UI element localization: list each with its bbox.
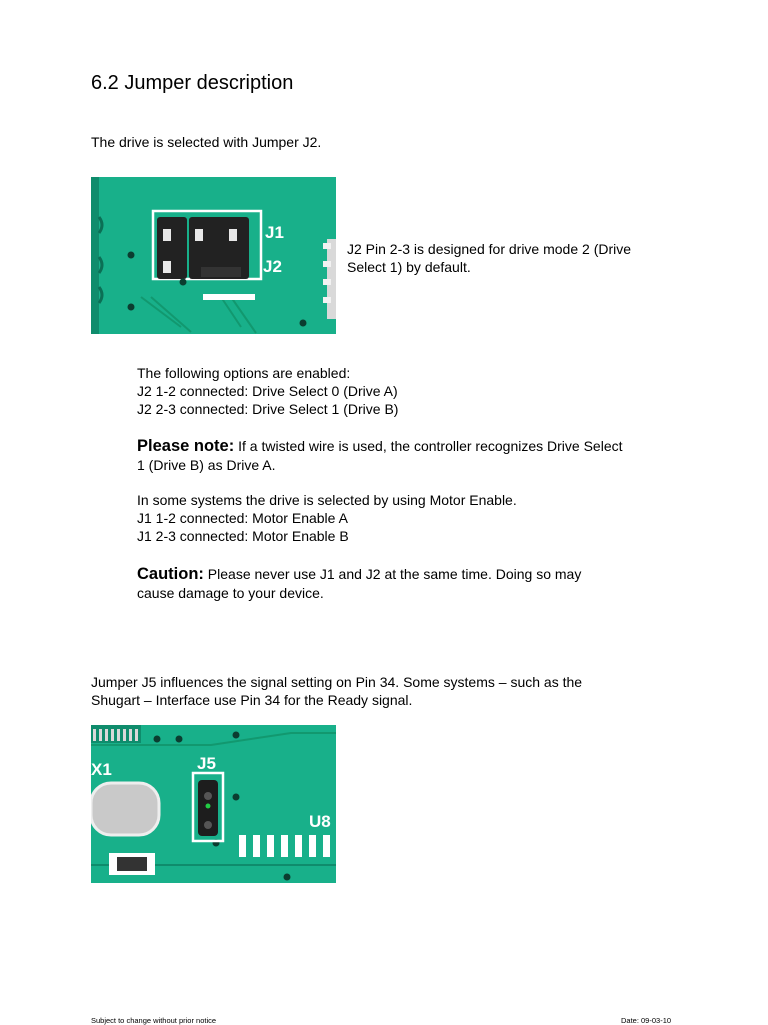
section-heading: 6.2 Jumper description xyxy=(91,72,294,94)
j5-line: Jumper J5 influences the signal setting … xyxy=(91,674,583,690)
caution-block: Caution: Please never use J1 and J2 at t… xyxy=(137,564,581,602)
caution-text-cont: cause damage to your device. xyxy=(137,585,324,601)
motor-item: J1 1-2 connected: Motor Enable A xyxy=(137,510,348,526)
motor-intro: In some systems the drive is selected by… xyxy=(137,492,517,508)
photo-label-j2: J2 xyxy=(263,257,282,276)
option-item: J2 1-2 connected: Drive Select 0 (Drive … xyxy=(137,383,398,399)
options-block: The following options are enabled: J2 1-… xyxy=(137,364,398,418)
motor-item: J1 2-3 connected: Motor Enable B xyxy=(137,528,349,544)
please-note-label: Please note: xyxy=(137,437,235,455)
jumper-j5-photo: X1 J5 U8 xyxy=(91,725,336,883)
photo-label-u8: U8 xyxy=(309,812,331,831)
options-title: The following options are enabled: xyxy=(137,365,351,381)
j5-description: Jumper J5 influences the signal setting … xyxy=(91,673,582,709)
caution-label: Caution: xyxy=(137,565,204,583)
j5-line: Shugart – Interface use Pin 34 for the R… xyxy=(91,692,413,708)
photo-label-x1: X1 xyxy=(91,760,112,779)
please-note-block: Please note: If a twisted wire is used, … xyxy=(137,436,623,474)
caption-line: J2 Pin 2-3 is designed for drive mode 2 … xyxy=(347,241,632,257)
option-item: J2 2-3 connected: Drive Select 1 (Drive … xyxy=(137,401,399,417)
photo-label-j1: J1 xyxy=(265,223,284,242)
motor-enable-block: In some systems the drive is selected by… xyxy=(137,491,517,545)
photo1-caption: J2 Pin 2-3 is designed for drive mode 2 … xyxy=(347,240,631,276)
jumper-j1-j2-photo: J1 J2 xyxy=(91,177,336,334)
please-note-text: If a twisted wire is used, the controlle… xyxy=(234,438,623,454)
photo-label-j5: J5 xyxy=(197,754,216,773)
caution-text: Please never use J1 and J2 at the same t… xyxy=(203,566,582,582)
please-note-text-cont: 1 (Drive B) as Drive A. xyxy=(137,457,276,473)
footer-right: Date: 09-03-10 xyxy=(621,1016,672,1025)
caption-line: Select 1) by default. xyxy=(347,259,471,275)
intro-text: The drive is selected with Jumper J2. xyxy=(91,134,322,150)
footer-left: Subject to change without prior notice xyxy=(91,1016,217,1025)
